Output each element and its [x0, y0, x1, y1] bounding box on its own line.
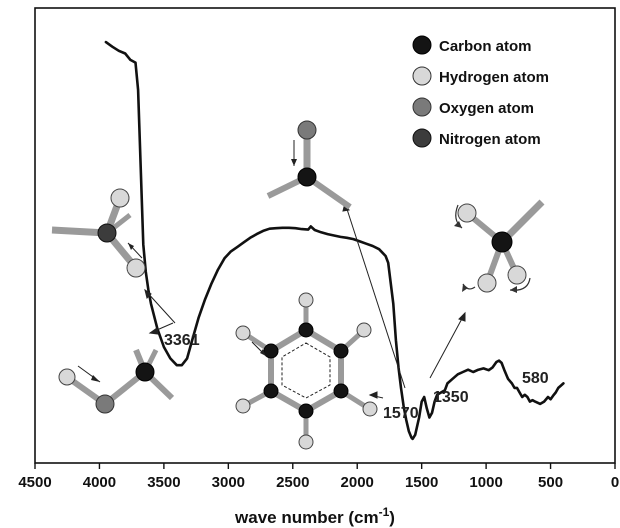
carbon-atom-icon	[333, 343, 349, 359]
legend-label-carbon: Carbon atom	[439, 38, 532, 55]
x-axis-title-close: )	[389, 508, 395, 527]
hydrogen-atom-icon	[356, 322, 372, 338]
carbon-atom-icon	[297, 167, 317, 187]
x-tick-label: 3500	[147, 474, 180, 491]
x-tick-label: 3000	[212, 474, 245, 491]
nitrogen-atom-icon	[412, 128, 432, 148]
carbon-atom-icon	[491, 231, 513, 253]
hydrogen-atom-icon	[110, 188, 130, 208]
arrow-1570-vertical	[344, 202, 406, 389]
hydrogen-atom-icon	[362, 401, 378, 417]
legend-label-hydrogen: Hydrogen atom	[439, 69, 549, 86]
carbon-atom-icon	[298, 403, 314, 419]
legend-label-oxygen: Oxygen atom	[439, 100, 534, 117]
peak-label-1350: 1350	[433, 389, 469, 406]
molecule-ch-bend	[51, 188, 146, 278]
hydrogen-atom-icon	[457, 203, 477, 223]
peak-label-3361: 3361	[164, 332, 200, 349]
arrow-head-icon	[458, 311, 466, 322]
molecule-ch3-rock	[454, 199, 545, 293]
legend: Carbon atom Hydrogen atom Oxygen atom Ni…	[412, 35, 549, 148]
x-tick-label: 1000	[469, 474, 502, 491]
x-tick-label: 4000	[83, 474, 116, 491]
hydrogen-atom-icon	[235, 398, 251, 414]
x-axis-ticks	[34, 463, 616, 469]
hydrogen-atom-icon	[235, 325, 251, 341]
peak-label-580: 580	[522, 370, 549, 387]
arrow-head-icon	[148, 327, 159, 335]
oxygen-atom-icon	[95, 394, 115, 414]
hydrogen-atom-icon	[126, 258, 146, 278]
aromatic-ring-inner	[281, 342, 331, 399]
oxygen-atom-icon	[297, 120, 317, 140]
x-tick-label: 2500	[276, 474, 309, 491]
arrow-head-icon	[91, 375, 100, 382]
oxygen-atom-icon	[412, 97, 432, 117]
legend-label-nitrogen: Nitrogen atom	[439, 131, 541, 148]
carbon-atom-icon	[263, 383, 279, 399]
molecule-co-double	[266, 120, 352, 210]
x-axis-title-main: wave number (cm	[234, 508, 379, 527]
nitrogen-atom-icon	[97, 223, 117, 243]
hydrogen-atom-icon	[298, 292, 314, 308]
x-tick-label: 500	[538, 474, 563, 491]
x-tick-label: 1500	[405, 474, 438, 491]
peak-label-1570: 1570	[383, 405, 419, 422]
hydrogen-atom-icon	[477, 273, 497, 293]
x-tick-label: 4500	[18, 474, 51, 491]
arrow-head-icon	[462, 284, 468, 292]
hydrogen-atom-icon	[298, 434, 314, 450]
annotation-arrows	[144, 201, 466, 399]
carbon-atom-icon	[263, 343, 279, 359]
arrow-head-icon	[454, 221, 462, 228]
arrow-head-icon	[128, 243, 134, 250]
carbon-atom-icon	[412, 35, 432, 55]
carbon-atom-icon	[298, 322, 314, 338]
carbon-atom-icon	[135, 362, 155, 382]
molecule-co-stretch	[58, 348, 175, 414]
x-tick-label: 2000	[341, 474, 374, 491]
arrow-head-icon	[510, 286, 517, 293]
plot-frame	[34, 7, 616, 464]
spectrum-line	[104, 40, 565, 441]
arrow-head-icon	[291, 159, 297, 166]
carbon-atom-icon	[333, 383, 349, 399]
x-axis-tick-labels: 4500 4000 3500 3000 2500 2000 1500 1000 500 0	[18, 474, 619, 491]
arrow-head-icon	[260, 349, 266, 356]
x-axis-title-superscript: -1	[379, 505, 390, 519]
arrow-head-icon	[368, 391, 378, 399]
hydrogen-atom-icon	[58, 368, 76, 386]
arrow-1350	[429, 312, 466, 379]
hydrogen-atom-icon	[412, 66, 432, 86]
molecule-benzene	[235, 292, 378, 450]
x-tick-label: 0	[611, 474, 619, 491]
x-axis-title: wave number (cm-1)	[234, 505, 395, 527]
arrow-head-icon	[144, 288, 152, 299]
hydrogen-atom-icon	[507, 265, 527, 285]
